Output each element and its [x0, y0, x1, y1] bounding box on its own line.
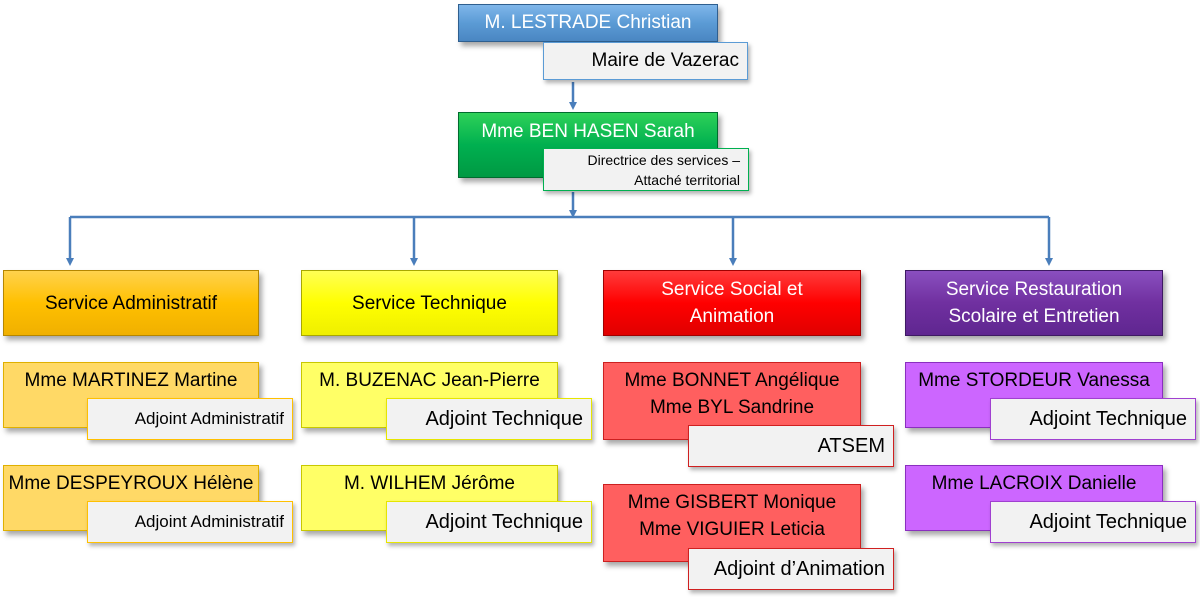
- administratif-member-2-role: Adjoint Administratif: [134, 512, 284, 531]
- social-member-1-role-tag: ATSEM: [688, 425, 894, 467]
- administratif-member-2-role-tag: Adjoint Administratif: [87, 501, 293, 543]
- restauration-member-2-name: Mme LACROIX Danielle: [931, 473, 1137, 494]
- technique-member-1-role: Adjoint Technique: [425, 407, 583, 430]
- social-member-1-name-2: Mme BYL Sandrine: [649, 397, 815, 418]
- social-member-2-name-2: Mme VIGUIER Leticia: [639, 519, 825, 540]
- restauration-member-1-role-tag: Adjoint Technique: [990, 398, 1196, 440]
- mayor-role: Maire de Vazerac: [591, 50, 740, 71]
- technique-member-1-role-tag: Adjoint Technique: [386, 398, 592, 440]
- restauration-member-1-role: Adjoint Technique: [1029, 407, 1187, 430]
- social-member-2-role: Adjoint d’Animation: [713, 557, 885, 580]
- technique-member-2-role: Adjoint Technique: [425, 510, 583, 533]
- service-social-header: Service Social et Animation: [603, 270, 861, 336]
- technique-member-2-role-tag: Adjoint Technique: [386, 501, 592, 543]
- social-member-2-role-tag: Adjoint d’Animation: [688, 548, 894, 590]
- service-administratif-header: Service Administratif: [3, 270, 259, 336]
- social-member-2-name-1: Mme GISBERT Monique: [627, 492, 837, 513]
- administratif-member-1-role-tag: Adjoint Administratif: [87, 398, 293, 440]
- technique-member-2-name: M. WILHEM Jérôme: [343, 473, 516, 494]
- administratif-member-1-role: Adjoint Administratif: [134, 409, 284, 428]
- service-administratif-title: Service Administratif: [44, 292, 218, 314]
- service-social-title-line1: Service Social et: [661, 279, 803, 300]
- technique-member-1-name: M. BUZENAC Jean-Pierre: [319, 370, 540, 391]
- service-restauration-title-line1: Service Restauration: [945, 279, 1123, 300]
- mayor-role-tag: Maire de Vazerac: [543, 42, 748, 80]
- restauration-member-2-role-tag: Adjoint Technique: [990, 501, 1196, 543]
- director-role-tag: Directrice des services – Attaché territ…: [543, 148, 749, 191]
- mayor-name: M. LESTRADE Christian: [484, 12, 692, 33]
- service-restauration-title-line2: Scolaire et Entretien: [948, 306, 1120, 327]
- director-role-line1: Directrice des services –: [587, 151, 741, 168]
- service-social-title-line2: Animation: [689, 306, 775, 327]
- service-technique-title: Service Technique: [352, 292, 507, 314]
- restauration-member-1-name: Mme STORDEUR Vanessa: [918, 370, 1150, 391]
- mayor-name-box: M. LESTRADE Christian: [458, 4, 718, 42]
- director-name: Mme BEN HASEN Sarah: [481, 121, 695, 142]
- social-member-1-name-1: Mme BONNET Angélique: [624, 370, 840, 391]
- restauration-member-2-role: Adjoint Technique: [1029, 510, 1187, 533]
- service-restauration-header: Service Restauration Scolaire et Entreti…: [905, 270, 1163, 336]
- social-member-1-role: ATSEM: [817, 434, 885, 457]
- administratif-member-1-name: Mme MARTINEZ Martine: [24, 370, 238, 391]
- director-role-line2: Attaché territorial: [634, 171, 740, 188]
- administratif-member-2-name: Mme DESPEYROUX Hélène: [8, 473, 254, 494]
- service-technique-header: Service Technique: [301, 270, 558, 336]
